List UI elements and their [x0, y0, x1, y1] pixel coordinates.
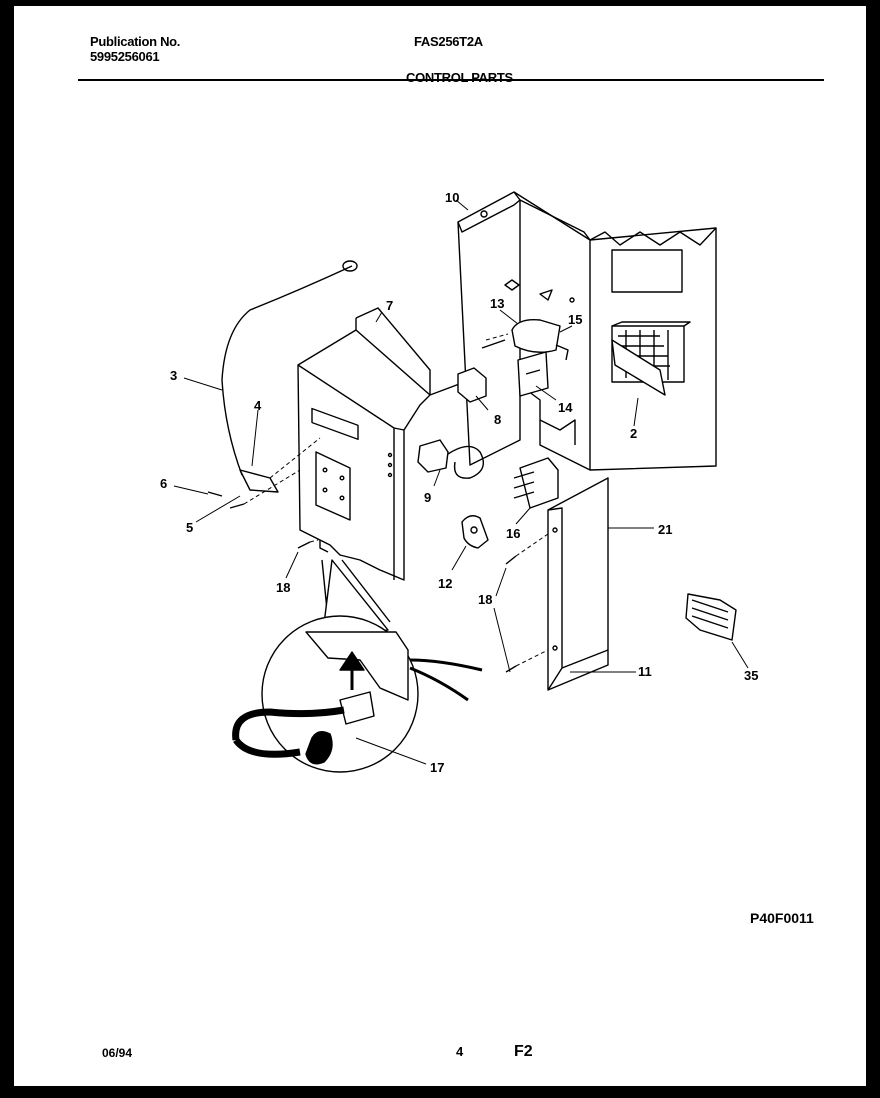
callout-21: 21 — [658, 522, 672, 537]
part-4-bracket — [239, 469, 279, 493]
part-2-label-plate — [611, 321, 691, 396]
callout-16: 16 — [506, 526, 520, 541]
drawing-code: P40F0011 — [750, 910, 814, 926]
footer-date: 06/94 — [102, 1046, 133, 1060]
callout-13: 13 — [490, 296, 504, 311]
callout-8: 8 — [494, 412, 501, 427]
callout-12: 12 — [438, 576, 452, 591]
switch-assembly — [417, 367, 487, 479]
callout-2: 2 — [630, 426, 637, 441]
callout-4: 4 — [254, 398, 262, 413]
callout-17: 17 — [430, 760, 444, 775]
callout-10: 10 — [445, 190, 459, 205]
callout-35: 35 — [744, 668, 758, 683]
page-sheet — [14, 6, 866, 1086]
part-3-ring — [342, 260, 358, 272]
part-35-grille — [685, 593, 737, 641]
callout-18-left: 18 — [276, 580, 290, 595]
part-12-bracket — [461, 515, 489, 549]
control-box — [297, 307, 471, 581]
terminal-strip — [513, 457, 559, 509]
section-title: CONTROL PARTS — [406, 70, 513, 85]
detail-magnifier — [232, 559, 483, 773]
leader-lines — [173, 199, 749, 765]
header-rule — [78, 79, 824, 81]
side-cover — [547, 477, 609, 691]
thermostat-assembly — [481, 319, 569, 397]
part-3-cord — [221, 265, 353, 476]
callout-3: 3 — [170, 368, 177, 383]
callout-14: 14 — [558, 400, 573, 415]
callout-18-right: 18 — [478, 592, 492, 607]
model-number: FAS256T2A — [414, 34, 483, 49]
publication-number: 5995256061 — [90, 49, 160, 64]
callout-15: 15 — [568, 312, 582, 327]
footer-code: F2 — [514, 1043, 533, 1060]
callout-6: 6 — [160, 476, 167, 491]
callout-5: 5 — [186, 520, 193, 535]
footer-page-number: 4 — [456, 1044, 464, 1059]
callout-11: 11 — [638, 664, 652, 679]
publication-label: Publication No. — [90, 34, 181, 49]
callout-9: 9 — [424, 490, 431, 505]
assembly-lines — [243, 333, 549, 667]
callout-7: 7 — [386, 298, 393, 313]
screws — [207, 491, 517, 673]
